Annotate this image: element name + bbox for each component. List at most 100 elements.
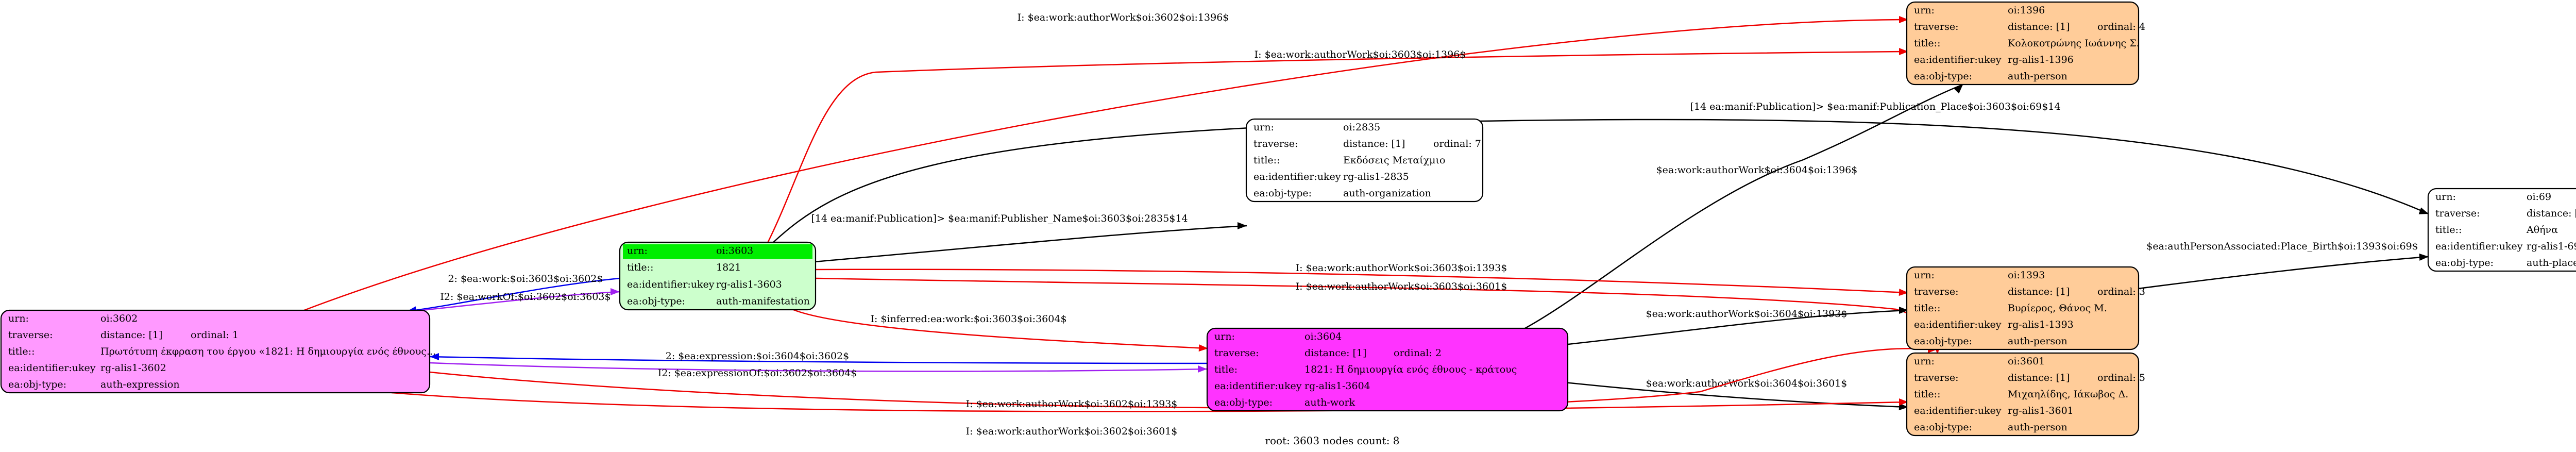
edge-line <box>429 362 1208 372</box>
node-row-key: urn: <box>1253 122 1274 133</box>
edge-label: [14 ea:manif:Publication]> $ea:manif:Pub… <box>811 213 1188 224</box>
node-row-value: Μιχαηλίδης, Ιάκωβος Δ. <box>2008 389 2128 400</box>
node-row-key: ea:identifier:ukey <box>8 362 96 374</box>
node-box <box>1206 327 1569 412</box>
arrowhead-icon <box>430 353 439 360</box>
node-row-key: ea:obj-type: <box>1253 188 1312 199</box>
node-row-key: ea:obj-type: <box>1914 336 1972 347</box>
node-row-value: oi:1396 <box>2008 5 2045 16</box>
edge-e9: I: $ea:work:authorWork$oi:3603$oi:1393$ <box>815 262 1909 296</box>
edge-e4: $ea:work:authorWork$oi:3604$oi:1396$ <box>1524 83 1963 329</box>
node-row-key: urn: <box>8 313 29 324</box>
node-row-key: ea:obj-type: <box>8 379 66 390</box>
node-row-value: oi:3604 <box>1304 331 1342 342</box>
edge-line <box>301 19 1909 312</box>
node-row-key: urn: <box>1914 5 1935 16</box>
node-row-key: title: <box>1214 364 1238 375</box>
node-row-value: auth-person <box>2008 71 2067 82</box>
node-row-key: ea:identifier:ukey <box>1914 54 2002 65</box>
edge-line <box>1524 83 1963 329</box>
node-box <box>2427 188 2576 272</box>
node-row-value: oi:3601 <box>2008 356 2045 367</box>
node-row-key: title:: <box>1914 38 1940 49</box>
edge-line <box>412 291 620 312</box>
node-row-value: rg-alis1-3604 <box>1304 380 1370 392</box>
edge-label: I: $ea:work:authorWork$oi:3603$oi:1396$ <box>1255 49 1466 60</box>
node-row-key: traverse: <box>1914 286 1959 297</box>
edge-e8: I2: $ea:workOf:$oi:3602$oi:3603$ <box>412 288 620 312</box>
edge-line <box>1540 379 1909 408</box>
node-row-key: traverse: <box>8 329 53 341</box>
node-row-key: traverse: <box>1253 138 1298 149</box>
arrowhead-icon <box>1899 307 1908 314</box>
edge-line <box>391 392 1909 412</box>
node-row-value: 1821: Η δημιουργία ενός έθνους - κράτους <box>1304 364 1517 375</box>
edge-label: I: $ea:work:authorWork$oi:3603$oi:1393$ <box>1296 262 1507 274</box>
node-box <box>1906 266 2140 350</box>
node-row-ordinal: ordinal: 7 <box>1433 138 1481 149</box>
node-row-key: ea:obj-type: <box>627 296 685 307</box>
edge-label: I: $inferred:ea:work:$oi:3603$oi:3604$ <box>870 313 1066 325</box>
node-row-value: distance: [1] <box>2008 21 2070 32</box>
node-row-value: rg-alis1-69 <box>2527 241 2576 252</box>
node-row-key: title:: <box>627 262 653 273</box>
node-row-key: traverse: <box>1914 372 1959 383</box>
node-row-key: ea:identifier:ukey <box>627 279 715 290</box>
node-row-key: title:: <box>2435 224 2462 236</box>
node-box <box>1906 1 2140 86</box>
arrowhead-icon <box>1198 365 1207 373</box>
node-row-value: oi:2835 <box>1343 122 1380 133</box>
node-row-value: auth-expression <box>100 379 180 390</box>
edge-label: $ea:work:authorWork$oi:3604$oi:1393$ <box>1646 308 1848 320</box>
node-row-value: Πρωτότυπη έκφραση του έργου «1821: Η δημ… <box>100 346 436 357</box>
node-row-value: rg-alis1-1396 <box>2008 54 2074 65</box>
node-row-key: ea:obj-type: <box>1914 422 1972 433</box>
node-row-key: ea:identifier:ukey <box>1914 405 2002 416</box>
node-row-key: ea:identifier:ukey <box>1914 319 2002 330</box>
edge-label: I2: $ea:expressionOf:$oi:3602$oi:3604$ <box>658 367 857 379</box>
node-row-ordinal: ordinal: 1 <box>191 329 239 341</box>
edge-label: [14 ea:manif:Publication]> $ea:manif:Pub… <box>1690 101 2061 112</box>
edge-line <box>814 225 1247 263</box>
edge-label: $ea:authPersonAssociated:Place_Birth$oi:… <box>2146 241 2418 252</box>
node-row-key: traverse: <box>1214 347 1259 359</box>
arrowhead-icon <box>1899 16 1908 23</box>
edge-e5: [14 ea:manif:Publication]> $ea:manif:Pub… <box>811 213 1247 263</box>
edge-label: I: $ea:work:authorWork$oi:3602$oi:1396$ <box>1018 12 1229 23</box>
edge-label: I: $ea:work:authorWork$oi:3602$oi:1393$ <box>966 398 1178 410</box>
edge-label: $ea:work:authorWork$oi:3604$oi:1396$ <box>1656 164 1858 176</box>
node-row-value: Βυρίερος, Θάνος Μ. <box>2008 303 2107 314</box>
node-row-value: oi:3603 <box>716 245 753 256</box>
edge-e12: $ea:work:authorWork$oi:3604$oi:1393$ <box>1567 307 1909 345</box>
root-caption: root: 3603 nodes count: 8 <box>1265 434 1399 447</box>
node-row-value: auth-person <box>2008 336 2067 347</box>
edge-e2: I: $ea:work:authorWork$oi:3603$oi:1396$ <box>767 48 1909 243</box>
node-row-ordinal: ordinal: 3 <box>2097 286 2145 297</box>
arrowhead-icon <box>1899 403 1908 411</box>
edge-e13: 2: $ea:expression:$oi:3604$oi:3602$ <box>429 350 1208 364</box>
node-row-value: rg-alis1-3601 <box>2008 405 2074 416</box>
node-box <box>1906 352 2140 437</box>
node-row-value: distance: [1] <box>2008 372 2070 383</box>
urn-highlight <box>623 244 812 259</box>
node-row-value: distance: [1] <box>2008 286 2070 297</box>
node-box <box>1245 118 1484 203</box>
node-row-key: urn: <box>2435 191 2456 203</box>
node-oi3603[interactable]: urn:oi:3603title::1821ea:identifier:ukey… <box>619 241 817 311</box>
node-row-value: rg-alis1-3602 <box>100 362 166 374</box>
arrowhead-icon <box>1899 289 1908 296</box>
edge-line <box>406 277 620 312</box>
node-row-value: rg-alis1-1393 <box>2008 319 2074 330</box>
node-row-value: auth-manifestation <box>716 296 810 307</box>
node-row-value: auth-organization <box>1343 188 1431 199</box>
node-row-value: distance: [1] <box>100 329 162 341</box>
node-row-value: distance: [1] <box>1304 347 1366 359</box>
node-row-key: ea:obj-type: <box>1914 71 1972 82</box>
